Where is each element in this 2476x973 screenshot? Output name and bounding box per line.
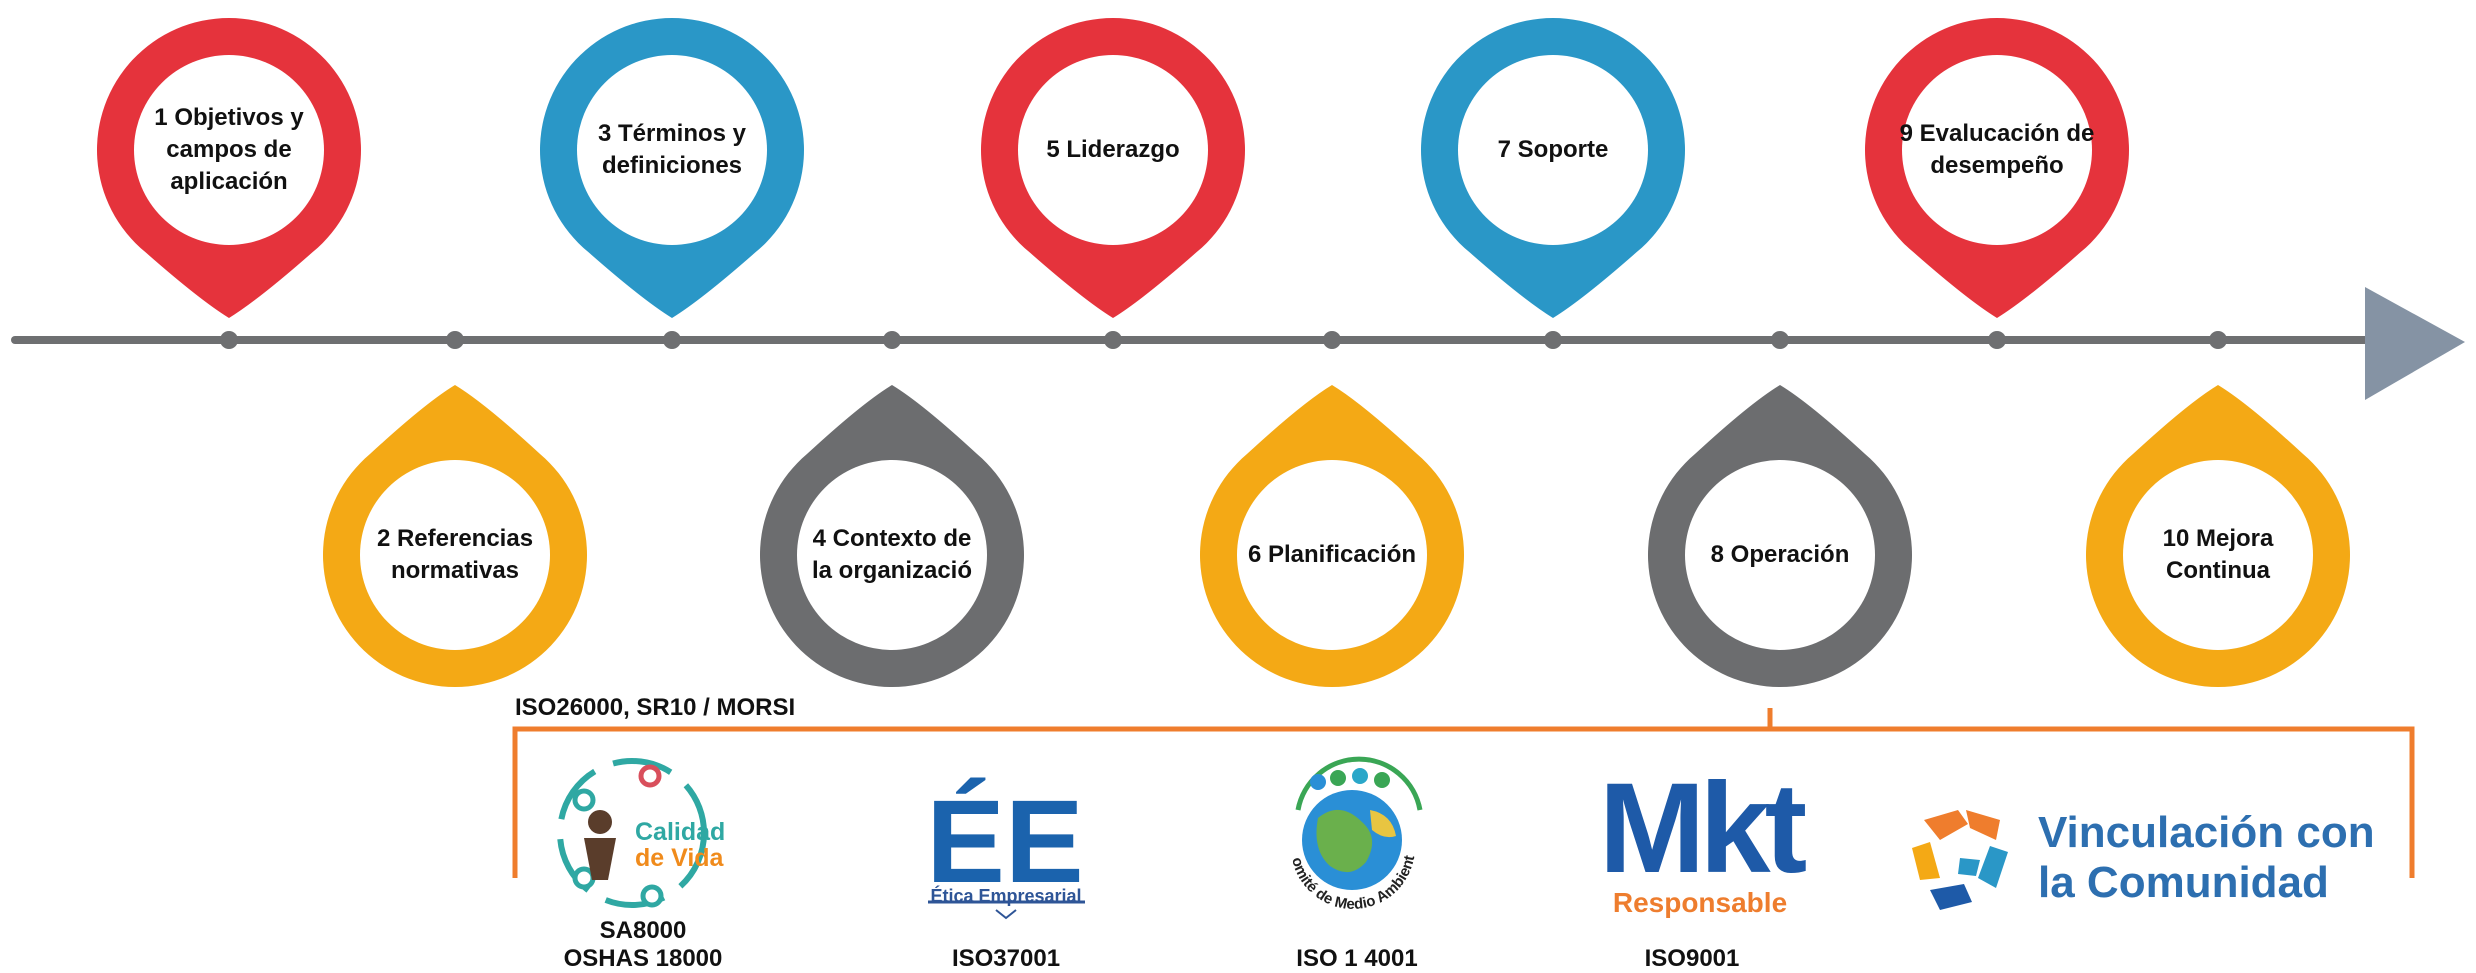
step-label-8: 8 Operación	[1710, 541, 1850, 568]
step-label-4: 4 Contexto de la organizació	[811, 525, 973, 584]
step-pin-5	[981, 18, 1246, 319]
mkt-sub: Responsable	[1613, 887, 1787, 918]
step-pin-hole-6	[1237, 460, 1427, 650]
step-pin-1	[97, 18, 362, 318]
step-pin-hole-3	[577, 55, 767, 245]
timeline-tick-5	[1104, 331, 1122, 349]
timeline-tick-6	[1323, 331, 1341, 349]
timeline-tick-2	[446, 331, 464, 349]
calidad-de-vida-text-2: de Vida	[635, 844, 725, 872]
step-pin-hole-2	[360, 460, 550, 650]
step-label-6: 6 Planificación	[1247, 541, 1417, 568]
step-label-3: 3 Términos y definiciones	[597, 120, 747, 179]
mkt-responsable-caption: ISO9001	[1644, 945, 1740, 972]
step-pin-2	[323, 385, 588, 687]
etica-empresarial-sub: Ética Empresarial	[930, 885, 1081, 906]
comite-medio-ambiente-caption: ISO 1 4001	[1296, 945, 1418, 972]
timeline-arrow-head	[2365, 287, 2465, 400]
timeline-tick-9	[1988, 331, 2006, 349]
step-label-2: 2 Referencias normativas	[376, 525, 534, 584]
timeline-tick-1	[220, 331, 238, 349]
calidad-de-vida-logo: Calidad de Vida	[557, 758, 725, 908]
step-pin-4	[760, 385, 1024, 688]
step-label-7: 7 Soporte	[1497, 136, 1609, 163]
timeline-tick-8	[1771, 331, 1789, 349]
mkt-responsable-logo: Mkt Responsable	[1599, 757, 1813, 918]
step-pin-7	[1421, 18, 1685, 319]
step-pin-9	[1865, 18, 2129, 319]
timeline-tick-4	[883, 331, 901, 349]
step-label-5: 5 Liderazgo	[1046, 136, 1180, 163]
step-label-10: 10 Mejora Continua	[2162, 525, 2274, 584]
vinculacion-text-1: Vinculación con	[2038, 808, 2375, 857]
step-pin-hole-5	[1018, 55, 1208, 245]
bracket-title: ISO26000, SR10 / MORSI	[515, 694, 796, 721]
etica-empresarial-mark: ÉE	[926, 776, 1083, 908]
step-pin-hole-9	[1902, 55, 2092, 245]
step-pin-3	[540, 18, 804, 319]
etica-empresarial-caption: ISO37001	[951, 945, 1061, 972]
standards-bracket	[512, 708, 2415, 878]
timeline-tick-7	[1544, 331, 1562, 349]
step-pin-6	[1200, 385, 1464, 687]
step-pin-8	[1648, 385, 1912, 688]
step-pin-hole-4	[797, 460, 987, 650]
step-pin-hole-8	[1685, 460, 1875, 650]
timeline-tick-10	[2209, 331, 2227, 349]
step-pin-10	[2086, 385, 2351, 688]
step-pin-hole-1	[134, 55, 324, 245]
mkt-mark: Mkt	[1599, 757, 1807, 900]
vinculacion-text-2: la Comunidad	[2038, 858, 2329, 907]
step-label-9: 9 Evalucación de desempeño	[1899, 120, 2095, 179]
step-pin-hole-7	[1458, 55, 1648, 245]
etica-empresarial-logo: ÉE Ética Empresarial	[926, 776, 1085, 920]
timeline-tick-3	[663, 331, 681, 349]
calidad-de-vida-text-1: Calidad	[635, 818, 725, 846]
calidad-de-vida-caption: SA8000 OSHAS 18000	[563, 917, 723, 972]
vinculacion-comunidad-logo: Vinculación con la Comunidad	[1912, 808, 2375, 910]
step-pin-hole-10	[2123, 460, 2313, 650]
step-label-1: 1 Objetivos y campos de aplicación	[154, 104, 304, 195]
